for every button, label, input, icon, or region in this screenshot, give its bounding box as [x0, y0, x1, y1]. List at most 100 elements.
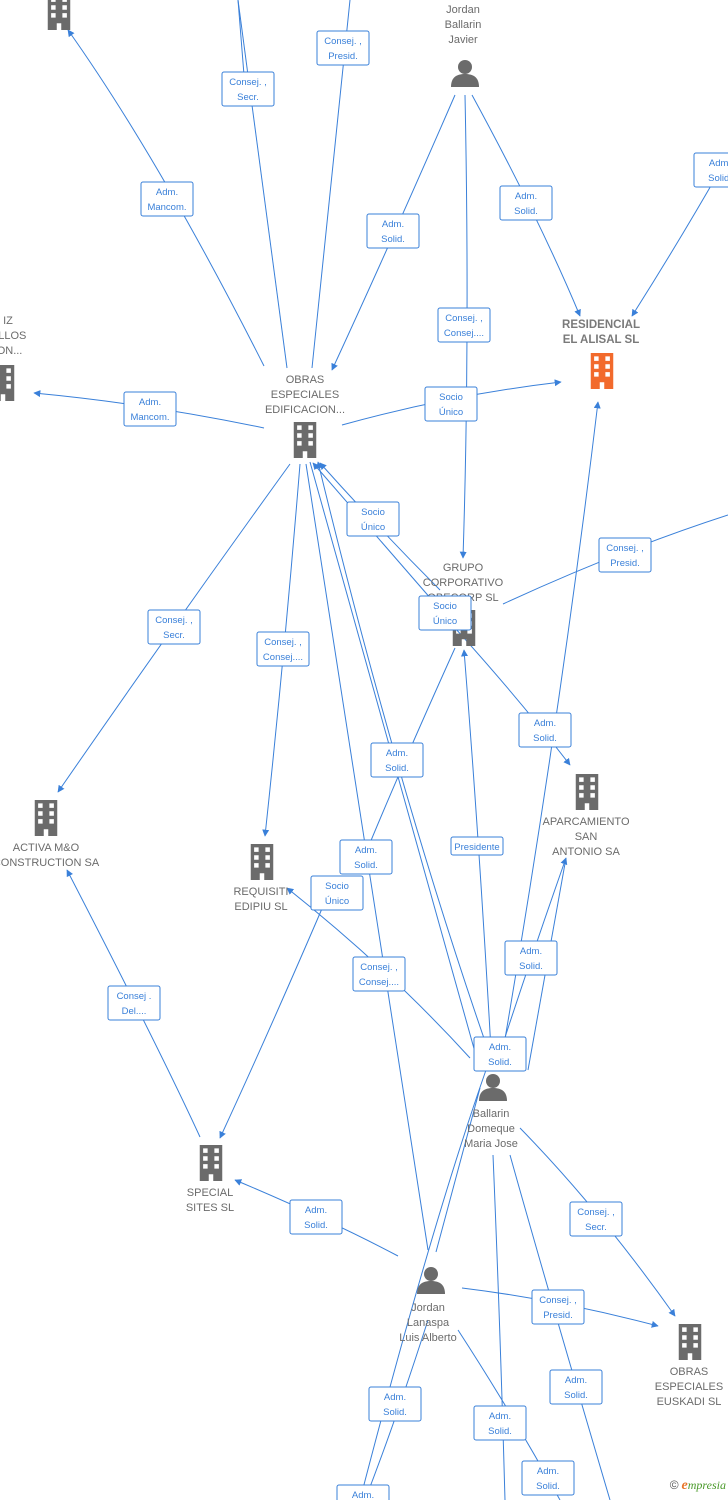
building-icon [293, 422, 317, 458]
connector-line [435, 1087, 481, 1253]
building-icon [575, 774, 599, 810]
edge-labels-layer: Consej. ,Presid.Consej. ,Secr.Adm.Mancom… [107, 30, 728, 1500]
edge-label-box [366, 213, 420, 249]
edge-label[interactable]: Adm.Solid. [693, 152, 728, 188]
edge-label-text: Adm. [520, 946, 542, 957]
edge-label[interactable]: Adm.Solid. [473, 1405, 527, 1441]
node-label-line: Domeque [467, 1123, 515, 1135]
edge-label-text: Consej. , [445, 313, 483, 324]
relationship-edge [316, 461, 496, 1071]
edge-label-box [316, 30, 370, 66]
edge-label[interactable]: Consej. ,Presid. [316, 30, 370, 66]
edge-label[interactable]: Adm.Mancom. [123, 391, 177, 427]
edge-label-box [370, 742, 424, 778]
edge-label-box [368, 1386, 422, 1422]
node-label-line: Jordan [411, 1302, 445, 1314]
node-label-line: SAN [575, 831, 598, 843]
edge-label-box [598, 537, 652, 573]
edge-label-text: Presidente [454, 842, 499, 853]
edge-label-text: Adm. [355, 845, 377, 856]
edge-label-text: Solid. [383, 1407, 407, 1418]
edge-label-text: Presid. [328, 51, 358, 62]
node-obras-especiales-edificacion[interactable]: OBRASESPECIALESEDIFICACION... [265, 374, 345, 458]
edge-label-box [569, 1201, 623, 1237]
edge-label-text: Único [325, 896, 349, 907]
edge-label[interactable]: Adm.Solid. [289, 1199, 343, 1235]
edge-label[interactable]: Adm.Solid. [370, 742, 424, 778]
edge-label[interactable]: Consej .Del.... [107, 985, 161, 1021]
relationship-edge [312, 462, 446, 616]
node-label-line: ESPECIALES [655, 1381, 723, 1393]
edge-label[interactable]: Presidente [450, 836, 504, 856]
edge-label[interactable]: Adm.Solid. [549, 1369, 603, 1405]
edge-label-text: Consej.... [359, 977, 399, 988]
edge-label-box [147, 609, 201, 645]
node-label-line: CONSTRUCTION SA [0, 857, 100, 869]
edge-label-box [310, 875, 364, 911]
edge-label[interactable]: Adm.Solid. [521, 1460, 575, 1496]
node-label-line: Ballarin [445, 19, 482, 31]
relationship-edge [66, 869, 201, 1138]
node-label-line: APARCAMIENTO [543, 816, 630, 828]
edge-label-text: Socio [433, 601, 457, 612]
edge-label-text: Adm. [515, 191, 537, 202]
node-top-left-company[interactable] [47, 0, 71, 30]
edge-label[interactable]: Adm.Mancom. [140, 181, 194, 217]
edge-label-text: Único [361, 522, 385, 533]
node-label-line: ANTONIO SA [552, 846, 620, 858]
edge-label-text: Adm. [386, 748, 408, 759]
edge-label[interactable]: Adm.Solid. [366, 213, 420, 249]
edge-label[interactable]: Consej. ,Presid. [531, 1289, 585, 1325]
edge-label-box [140, 181, 194, 217]
person-icon [451, 60, 479, 87]
edge-label[interactable]: Consej. ,Secr. [221, 71, 275, 107]
edge-label-text: Mancom. [147, 202, 186, 213]
edge-label-text: Socio [325, 881, 349, 892]
edge-label-text: Solid. [488, 1426, 512, 1437]
edge-label-text: Solid. [381, 234, 405, 245]
edge-label-text: Secr. [163, 630, 185, 641]
edge-label-text: Consej. , [155, 615, 193, 626]
edge-label[interactable]: Adm.Solid. [499, 185, 553, 221]
edge-label[interactable]: Consej. ,Consej.... [256, 631, 310, 667]
edge-label-text: Adm. [537, 1466, 559, 1477]
edge-label[interactable]: Adm.Solid. [368, 1386, 422, 1422]
relationship-edge [67, 29, 265, 367]
edge-label-text: Consej. , [577, 1207, 615, 1218]
edge-label[interactable]: Consej. ,Consej.... [352, 956, 406, 992]
edge-label[interactable]: Consej. , Secr. [147, 609, 201, 645]
node-aparcamiento-san-antonio[interactable]: APARCAMIENTO SAN ANTONIO SA [543, 774, 630, 858]
building-icon [678, 1324, 702, 1360]
edge-label-text: Solid. [519, 961, 543, 972]
edge-label[interactable]: Consej. ,Presid. [598, 537, 652, 573]
node-left-cut-company[interactable]: IZOLLOSION... [0, 315, 26, 401]
edge-label-box [499, 185, 553, 221]
node-label-line: ESPECIALES [271, 389, 339, 401]
node-label-line: EUSKADI SL [657, 1396, 722, 1408]
edge-label[interactable]: Consej. ,Secr. [569, 1201, 623, 1237]
edge-label[interactable]: Adm. [336, 1484, 390, 1500]
edge-label-text: Socio [439, 392, 463, 403]
edge-label[interactable]: Adm.Solid. [473, 1036, 527, 1072]
node-label-line: IZ [3, 315, 13, 327]
edge-label[interactable]: Adm.Solid. [339, 839, 393, 875]
edge-label-text: Consej. , [229, 77, 267, 88]
node-label-line: RESIDENCIAL [562, 319, 640, 331]
brand-initial: e [681, 1478, 688, 1493]
edge-label[interactable]: Adm.Solid. [518, 712, 572, 748]
edge-label[interactable]: Consej. ,Consej.... [437, 307, 491, 343]
edge-label-text: Consej. , [539, 1295, 577, 1306]
edge-label[interactable]: Adm. Solid. [504, 940, 558, 976]
